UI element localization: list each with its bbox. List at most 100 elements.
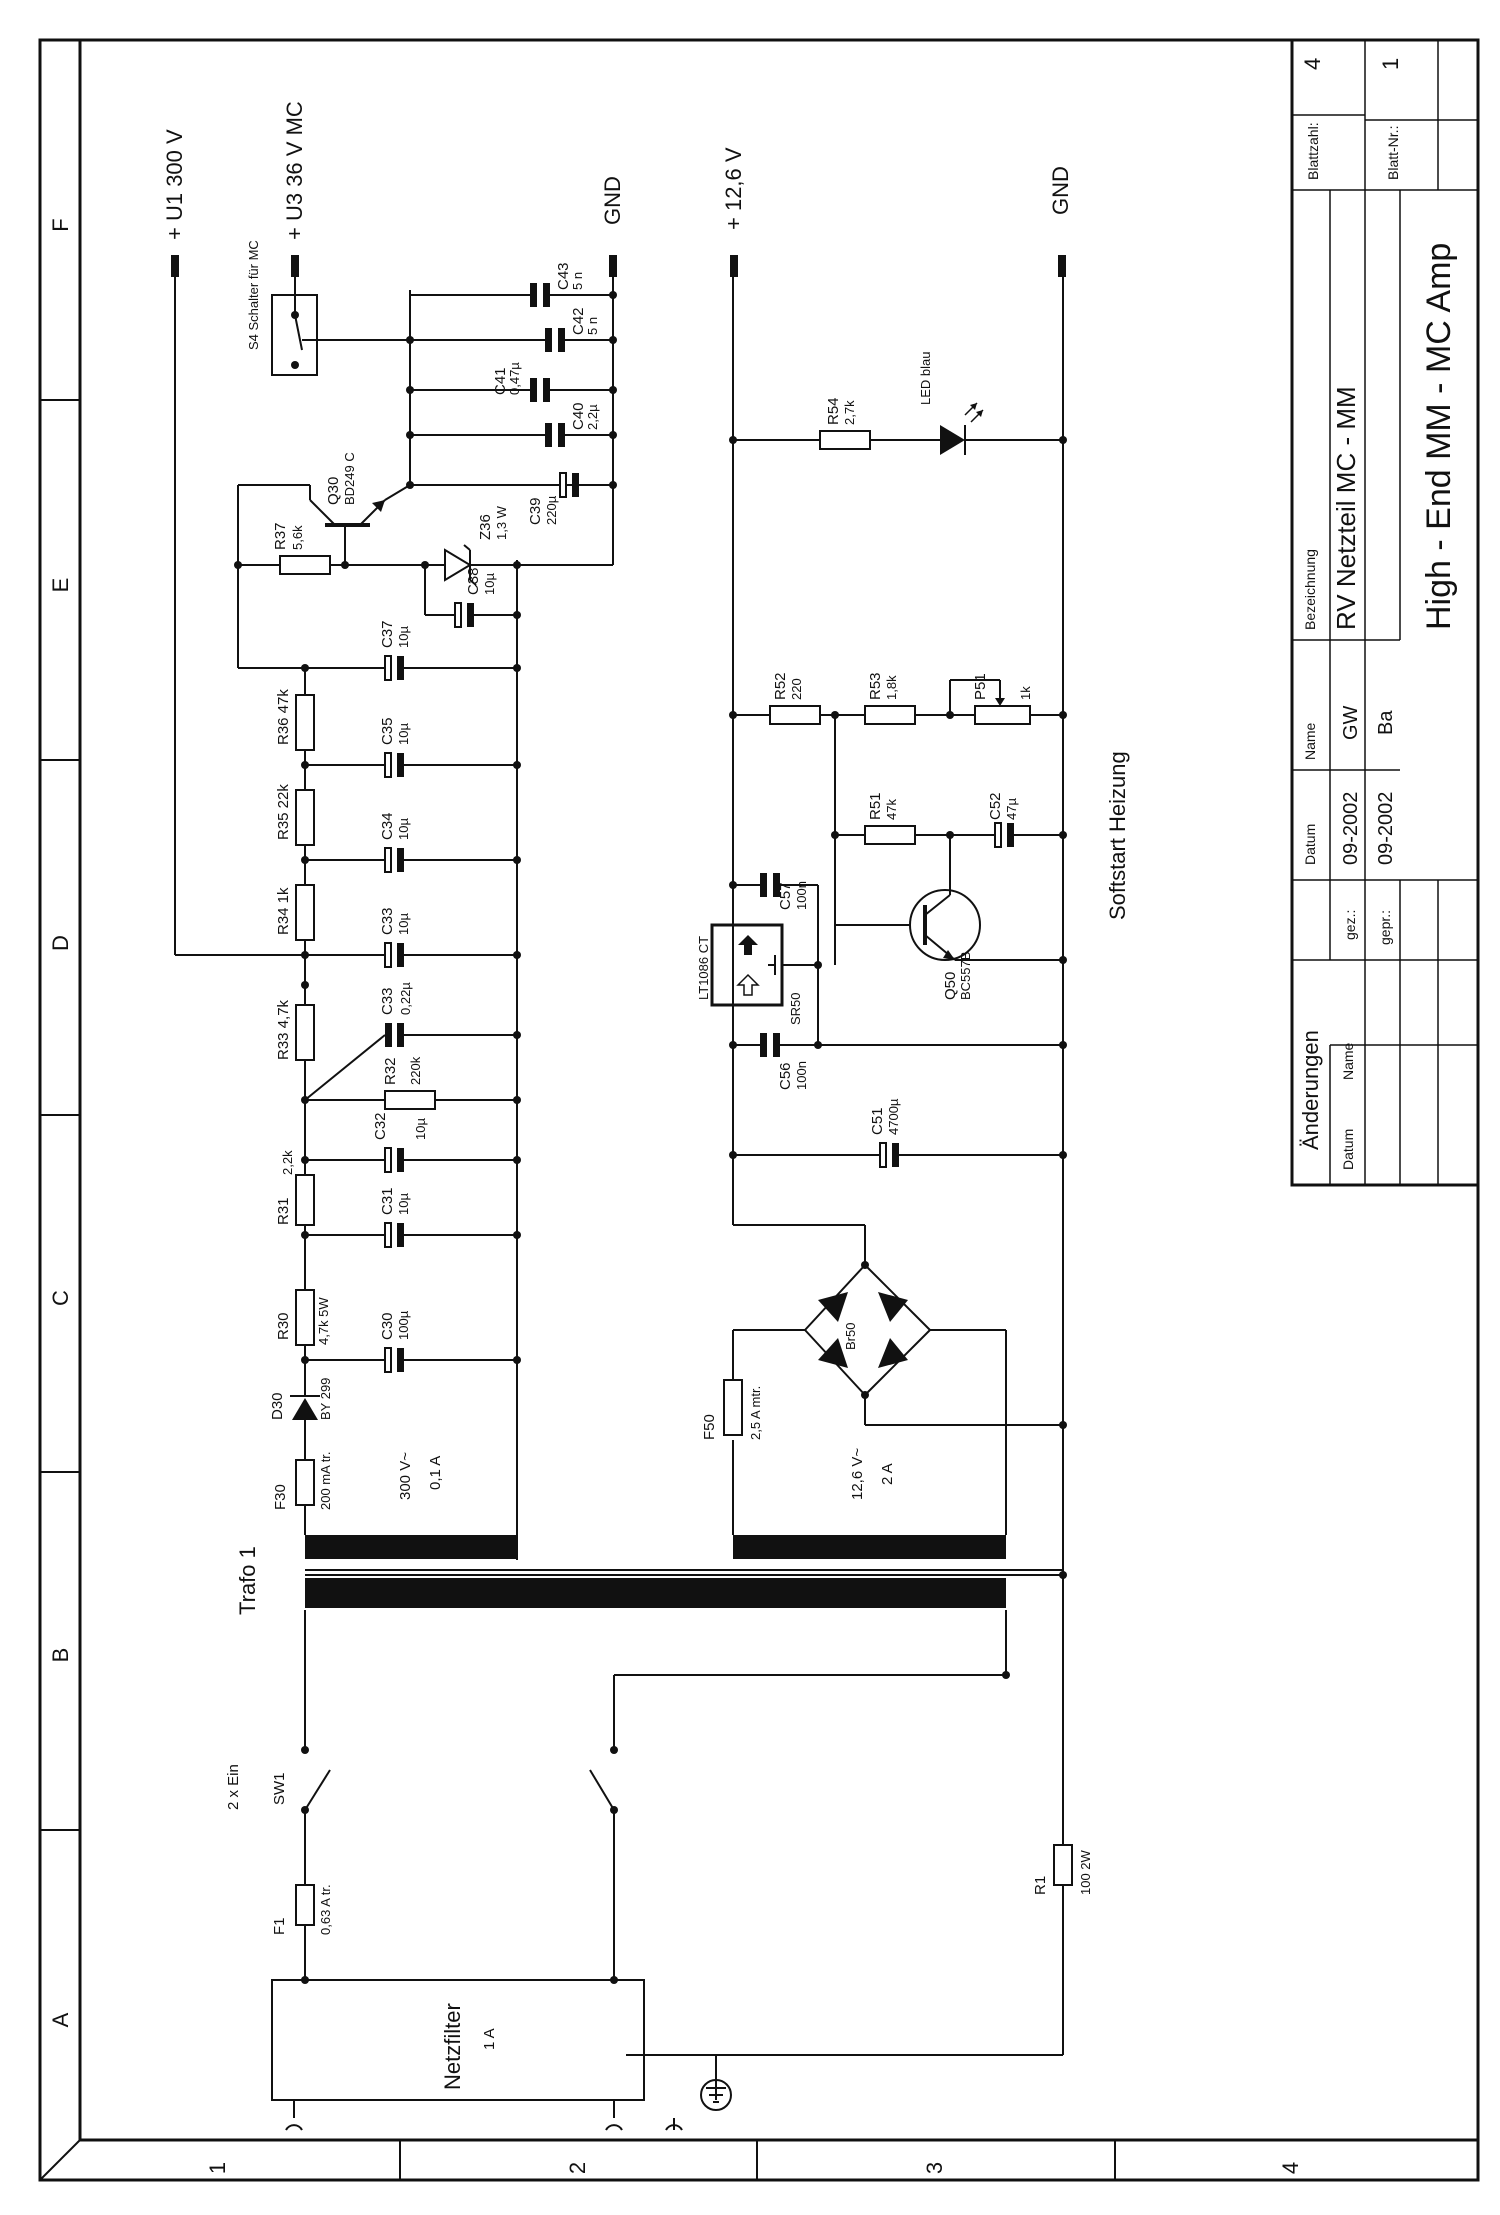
c31-label: C31 <box>379 1187 396 1215</box>
c52-value: 47µ <box>1004 798 1019 820</box>
c34-value: 10µ <box>396 818 411 840</box>
c56-value: 100n <box>794 1061 809 1090</box>
z36-zener <box>444 548 472 582</box>
r54-value: 2,7k <box>842 400 857 425</box>
p51-label: P51 <box>972 673 989 700</box>
lv-winding-current: 2 A <box>879 1463 896 1485</box>
c52-capacitor <box>994 822 1002 848</box>
gepr-name: Ba <box>1375 710 1397 735</box>
sr50-label: SR50 <box>788 992 803 1025</box>
d30-value: BY 299 <box>318 1378 333 1420</box>
lt1086-label: LT1086 CT <box>696 936 711 1000</box>
led-diode <box>940 425 965 455</box>
c42-capacitor <box>545 328 552 352</box>
r30-resistor <box>295 1289 315 1346</box>
netzfilter-rating: 1 A <box>481 2028 498 2050</box>
trafo-label: Trafo 1 <box>235 1546 260 1615</box>
c57-capacitor <box>760 873 767 897</box>
c51-value: 4700µ <box>886 1098 901 1135</box>
sw1-label: SW1 <box>271 1772 288 1805</box>
f50-label: F50 <box>701 1414 718 1440</box>
q50-transistor <box>909 889 981 961</box>
f30-value: 200 mA tr. <box>318 1451 333 1510</box>
q50-value: BC557B <box>958 952 973 1000</box>
title-block: Änderungen Datum Name Datum Name gez.: 0… <box>1290 38 1480 1187</box>
mains-input-pe <box>665 2118 683 2131</box>
c57-label: C57 <box>777 882 794 910</box>
f1-fuse <box>295 1884 315 1926</box>
r53-value: 1,8k <box>884 675 899 700</box>
u3-rail-label: + U3 36 V MC <box>282 101 307 240</box>
c32-capacitor <box>305 1147 521 1173</box>
column-label-f: F <box>48 218 73 231</box>
c33b-capacitor <box>305 942 521 968</box>
lv-section: 12,6 V~ 2 A F50 2,5 A mtr. Br50 <box>696 277 1130 1575</box>
netzfilter-box <box>271 1979 645 2101</box>
column-label-d: D <box>48 935 73 951</box>
softstart-label: Softstart Heizung <box>1105 751 1130 920</box>
gez-label: gez.: <box>1342 910 1358 940</box>
c42-label: C42 <box>570 307 587 335</box>
column-label-b: B <box>48 1648 73 1663</box>
f1-value: 0,63 A tr. <box>318 1884 333 1935</box>
c37-label: C37 <box>379 620 396 648</box>
c30-value: 100µ <box>396 1310 411 1340</box>
c51-label: C51 <box>869 1107 886 1135</box>
c37-capacitor <box>305 655 521 681</box>
r1-resistor <box>1053 1844 1073 1886</box>
aenderungen-header: Änderungen <box>1298 1030 1323 1150</box>
d30-diode <box>292 1398 318 1420</box>
r33-label: R33 4,7k <box>275 999 292 1060</box>
r31-value: 2,2k <box>280 1150 295 1175</box>
c35-value: 10µ <box>396 723 411 745</box>
r35-label: R35 22k <box>275 784 292 840</box>
column-label-e: E <box>48 578 73 593</box>
c32-label: C32 <box>372 1112 389 1140</box>
c41-capacitor <box>530 378 537 402</box>
r31-label: R31 <box>275 1197 292 1225</box>
gnd-right-label: GND <box>1048 166 1073 215</box>
f30-fuse <box>295 1459 315 1506</box>
primary-section: Netzfilter 1 A F1 0,63 A tr. SW1 2 x Ein <box>225 1546 1093 2131</box>
r54-resistor <box>819 430 871 450</box>
row-label-4: 4 <box>1278 2162 1303 2174</box>
c39-value: 220µ <box>544 495 559 525</box>
hv-winding-voltage: 300 V~ <box>397 1452 414 1500</box>
c38-label: C38 <box>465 567 482 595</box>
drawing-frame <box>38 38 1480 2182</box>
r53-label: R53 <box>867 672 884 700</box>
c51-capacitor <box>879 1142 887 1168</box>
r37-label: R37 <box>272 522 289 550</box>
sw1-note: 2 x Ein <box>225 1764 242 1810</box>
c33a-capacitor <box>304 1023 521 1101</box>
d30-label: D30 <box>269 1392 286 1420</box>
mains-input-l <box>285 2100 303 2131</box>
r1-value: 100 2W <box>1078 1849 1093 1895</box>
r52-resistor <box>769 705 821 725</box>
c40-value: 2,2µ <box>585 404 600 430</box>
r37-resistor <box>279 555 331 575</box>
aenderungen-datum-header: Datum <box>1340 1129 1356 1170</box>
p51-potentiometer <box>974 705 1031 725</box>
led-label: LED blau <box>918 352 933 405</box>
q30-transistor <box>309 484 411 530</box>
r34-label: R34 1k <box>275 887 292 935</box>
r37-value: 5,6k <box>290 525 305 550</box>
lv-winding <box>733 1535 1006 1559</box>
c33b-label: C33 <box>379 907 396 935</box>
name-column-header: Name <box>1302 722 1318 760</box>
z36-value: 1,3 W <box>494 505 509 540</box>
c42-value: 5 n <box>585 317 600 335</box>
blattnr-label: Blatt-Nr.: <box>1385 126 1401 180</box>
hv-winding-current: 0,1 A <box>427 1456 444 1490</box>
r31-resistor <box>295 1174 315 1226</box>
r30-value: 4,7k 5W <box>316 1297 331 1345</box>
gez-date: 09-2002 <box>1340 792 1362 865</box>
project-title: High - End MM - MC Amp <box>1420 243 1458 630</box>
br50-bridge <box>804 1264 931 1396</box>
r36-label: R36 47k <box>275 689 292 745</box>
c43-capacitor <box>530 283 537 307</box>
c41-label: C41 <box>492 367 509 395</box>
gnd-left-label: GND <box>600 176 625 225</box>
